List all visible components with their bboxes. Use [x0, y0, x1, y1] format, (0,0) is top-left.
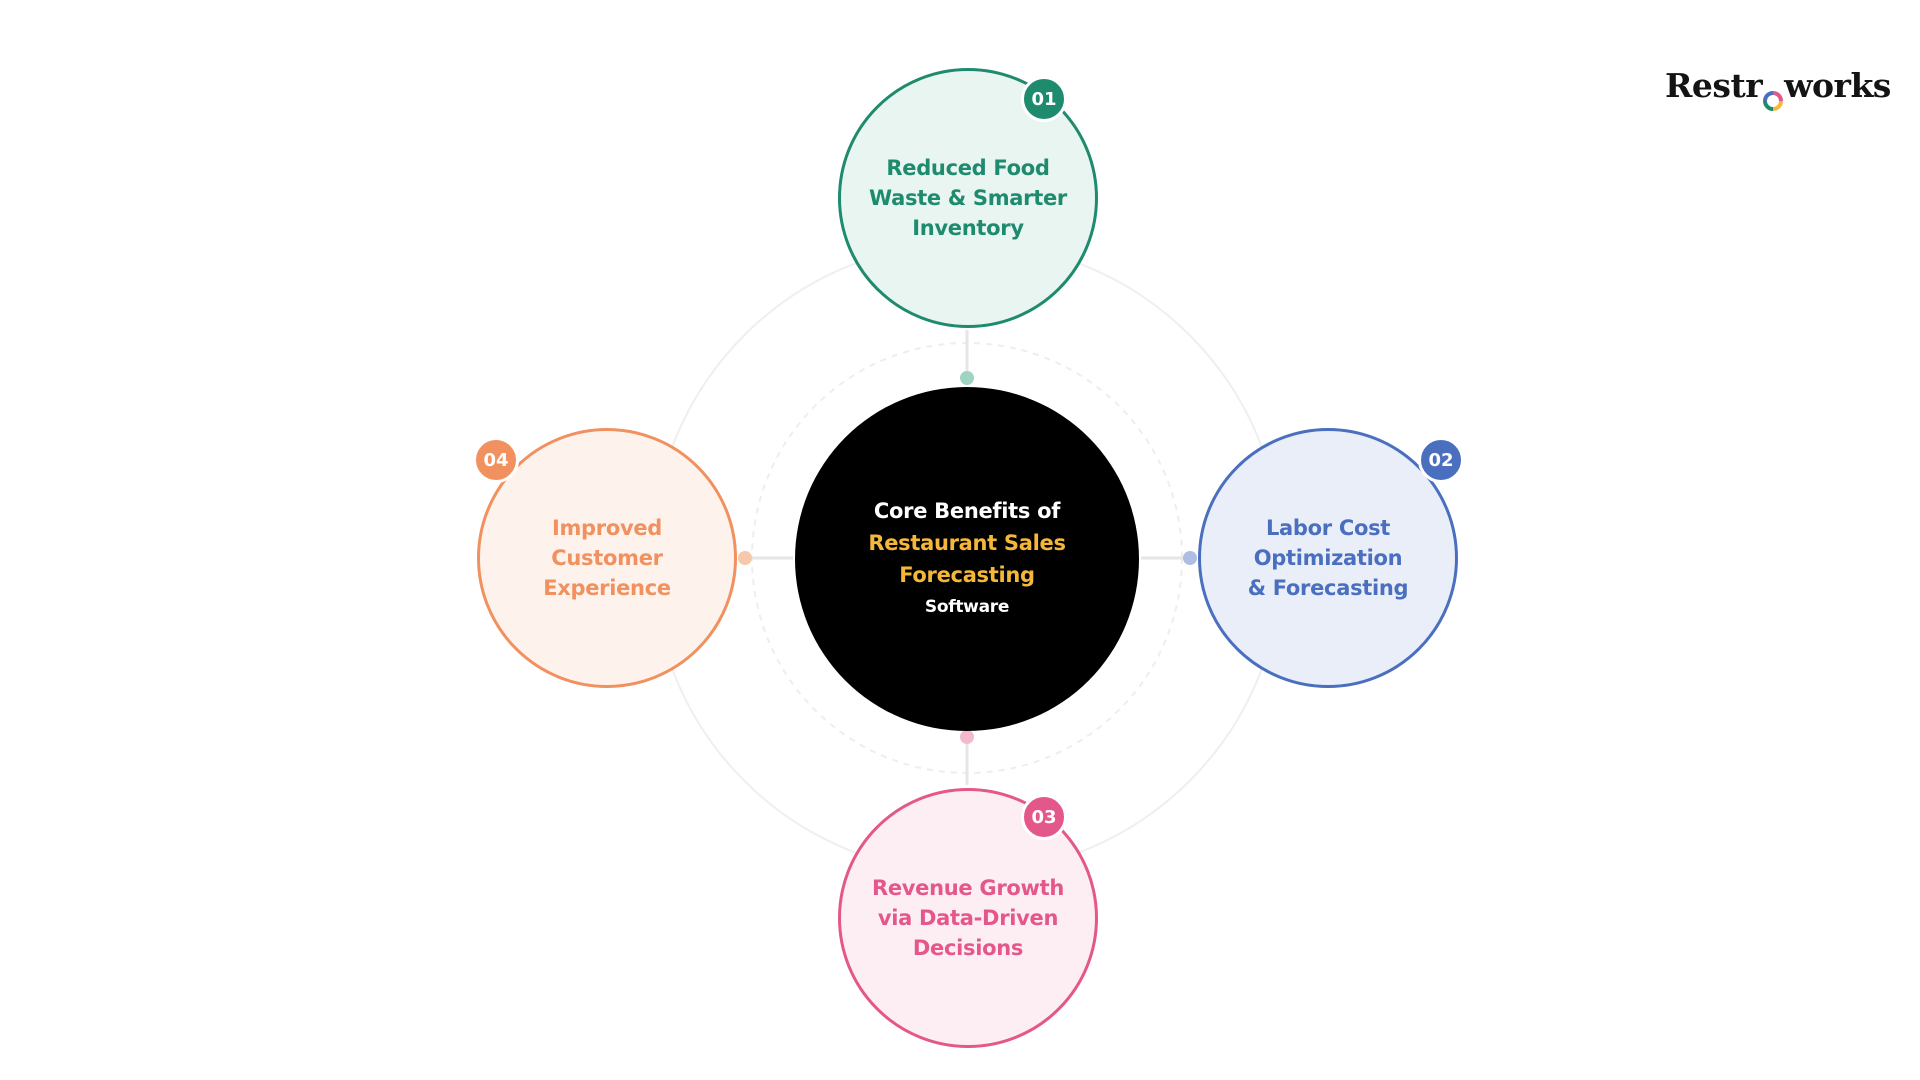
connector-dot-top	[960, 371, 974, 385]
logo-o-icon	[1763, 80, 1784, 111]
benefit-badge-04: 04	[473, 437, 519, 483]
benefit-label-04: Improved Customer Experience	[543, 516, 671, 600]
center-circle: Core Benefits of Restaurant Sales Foreca…	[795, 387, 1139, 731]
restroworks-logo: Restr works	[1665, 66, 1891, 111]
center-title-line-1: Core Benefits of	[873, 499, 1061, 523]
benefit-badge-03: 03	[1021, 794, 1067, 840]
center-title-line-2: Restaurant Sales	[868, 531, 1066, 555]
benefit-badge-02: 02	[1418, 437, 1464, 483]
connector-dot-bottom	[960, 730, 974, 744]
benefit-label-03: Revenue Growth via Data-Driven Decisions	[871, 876, 1064, 960]
logo-text-right: works	[1784, 66, 1891, 105]
benefit-node-02: Labor Cost Optimization & Forecasting	[1198, 428, 1458, 688]
connector-dot-left	[738, 551, 752, 565]
center-title-line-3: Forecasting	[899, 563, 1035, 587]
benefit-label-01: Reduced Food Waste & Smarter Inventory	[869, 156, 1067, 240]
benefit-label-02: Labor Cost Optimization & Forecasting	[1247, 516, 1409, 600]
benefit-node-04: Improved Customer Experience	[477, 428, 737, 688]
center-title-line-4: Software	[924, 597, 1010, 617]
connector-dot-right	[1183, 551, 1197, 565]
logo-text-left: Restr	[1665, 66, 1763, 105]
benefit-badge-01: 01	[1021, 76, 1067, 122]
